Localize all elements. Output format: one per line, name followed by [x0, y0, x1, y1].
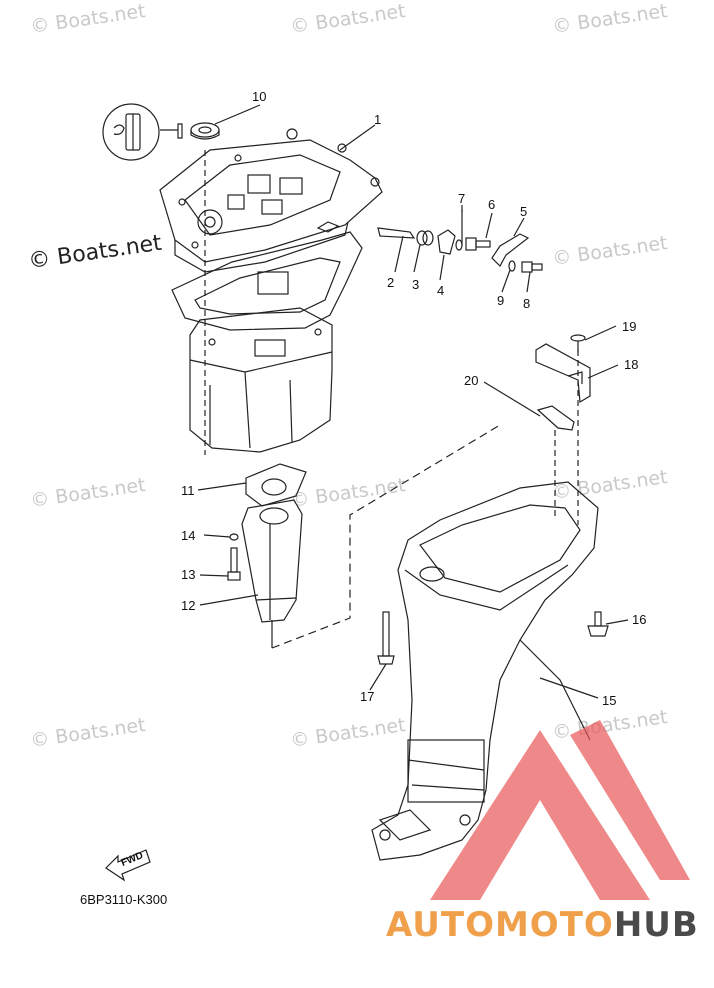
callout-12: 12	[181, 598, 196, 613]
bracket-18	[535, 343, 591, 404]
washer-14	[229, 533, 239, 541]
callout-19: 19	[622, 319, 637, 334]
callout-2: 2	[387, 275, 395, 290]
callout-13: 13	[181, 567, 196, 582]
brand-part1: AUTOMOTO	[386, 905, 614, 945]
bolt-small	[521, 261, 543, 273]
inset-detail	[102, 103, 183, 161]
callout-1: 1	[374, 112, 382, 127]
upper-casing	[371, 481, 599, 861]
gasket	[171, 231, 363, 331]
bushing	[416, 230, 434, 246]
exhaust-guide	[241, 499, 303, 623]
part-code: 6BP3110-K300	[80, 892, 168, 907]
brand-part2: HUB	[613, 905, 699, 945]
callout-6: 6	[488, 197, 496, 212]
callout-14: 14	[181, 528, 196, 543]
screw-19	[570, 334, 586, 352]
callout-4: 4	[437, 283, 445, 298]
bolt-16	[587, 611, 609, 637]
bolt	[465, 237, 491, 251]
callout-7: 7	[458, 191, 466, 206]
grommet	[190, 122, 220, 140]
lever	[377, 227, 416, 239]
callout-16: 16	[632, 612, 647, 627]
engine-base	[159, 128, 383, 273]
exhaust-gasket	[245, 463, 307, 507]
callout-17: 17	[360, 689, 375, 704]
link-rod	[491, 233, 530, 267]
automotohub-logo-icon	[430, 720, 690, 900]
callout-20: 20	[464, 373, 479, 388]
callout-5: 5	[520, 204, 528, 219]
brand-wordmark: AUTOMOTOHUB	[386, 905, 699, 945]
washer	[508, 260, 516, 272]
callout-11: 11	[181, 483, 195, 498]
plate-20	[536, 405, 575, 431]
fwd-arrow-icon	[105, 849, 151, 882]
bolt-17	[377, 611, 395, 665]
bracket	[437, 229, 456, 255]
oil-pan	[189, 307, 333, 453]
callout-9: 9	[497, 293, 505, 308]
callout-18: 18	[624, 357, 639, 372]
bolt-13	[227, 547, 241, 581]
callout-15: 15	[602, 693, 617, 708]
callout-8: 8	[523, 296, 531, 311]
callout-3: 3	[412, 277, 420, 292]
callout-10: 10	[252, 89, 267, 104]
